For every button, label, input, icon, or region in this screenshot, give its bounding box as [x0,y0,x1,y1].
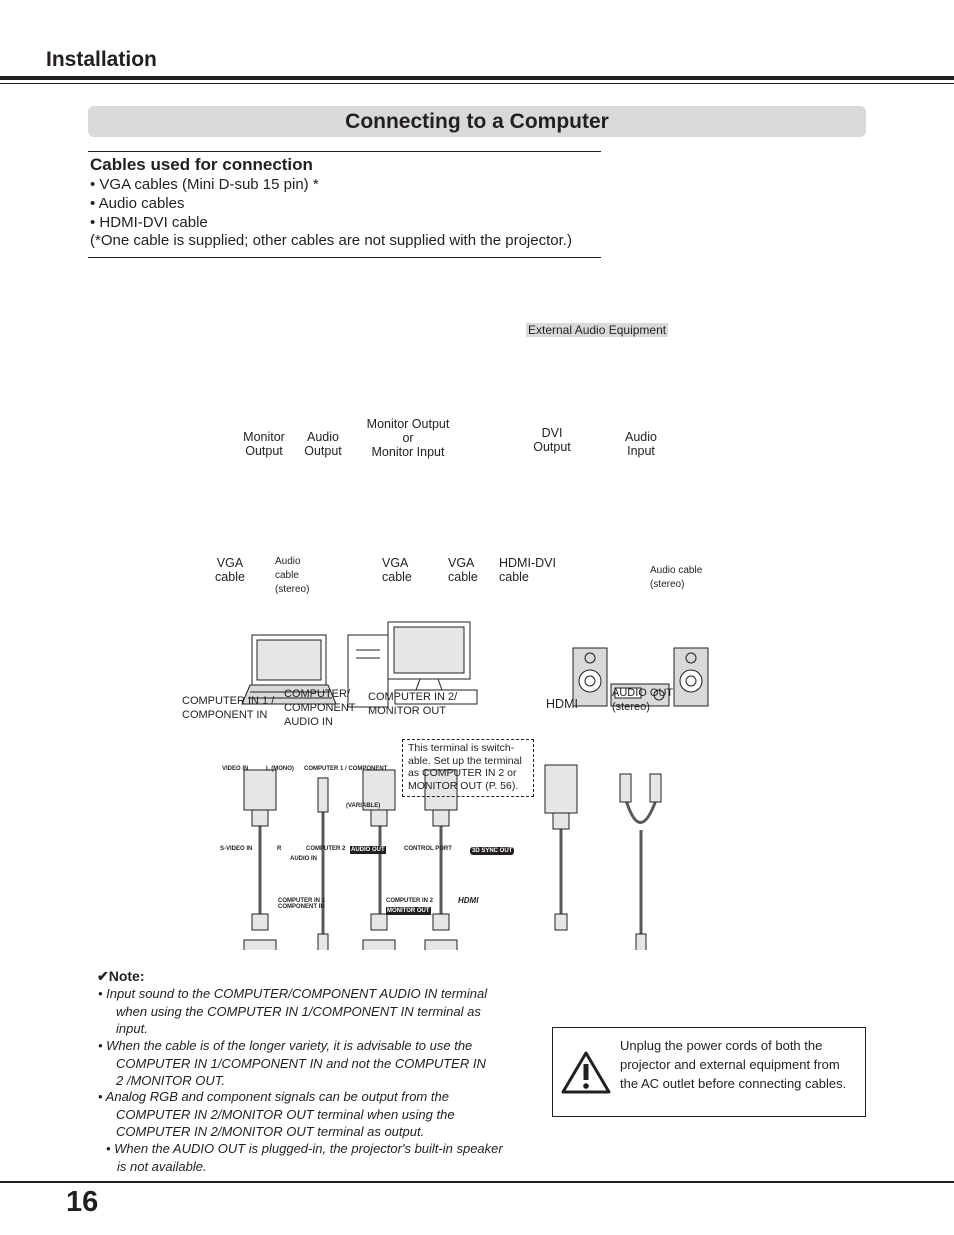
panel-computer-in-1: COMPUTER IN 1 COMPONENT IN [278,898,326,910]
note-item-4: • When the AUDIO OUT is plugged-in, the … [106,1141,503,1174]
connectors [243,764,662,950]
vga-cable-label-2: VGA cable [382,556,412,584]
warning-icon [561,1051,611,1094]
dvi-output-label: DVI Output [533,426,571,454]
panel-monitor-out: MONITOR OUT [386,907,431,915]
cable-item-vga: • VGA cables (Mini D-sub 15 pin) * [90,176,319,193]
header-rule-thin [0,83,954,84]
header-rule [0,76,954,80]
monitor-output-label: Monitor Output [243,430,285,458]
warning-text: Unplug the power cords of both the proje… [620,1038,847,1091]
panel-computer-in-2: COMPUTER IN 2 [386,898,434,904]
cable-item-audio: • Audio cables [90,195,185,212]
panel-l-mono: L (MONO) [266,766,294,772]
page-heading: Connecting to a Computer [88,106,866,137]
laptop-icon [241,634,337,705]
audio-equipment-icon [572,647,709,707]
cable-supply-note: (*One cable is supplied; other cables ar… [90,232,572,249]
cables-box: Cables used for connection • VGA cables … [88,151,601,258]
cable-item-hdmi-dvi: • HDMI-DVI cable [90,214,208,231]
panel-control-port: CONTROL PORT [404,846,452,852]
audio-input-label: Audio Input [625,430,657,458]
panel-sync-out: 3D SYNC OUT [470,847,515,855]
panel-s-video-in: S-VIDEO IN [220,846,253,852]
note-item-1: • Input sound to the COMPUTER/COMPONENT … [98,986,488,1036]
panel-computer-2: COMPUTER 2 [306,846,346,852]
hdmi-label: HDMI [546,697,578,711]
panel-r: R [277,846,282,852]
audio-cable-label-1: Audio cable (stereo) [275,556,310,595]
section-title: Installation [46,48,157,71]
vga-cable-label-1: VGA cable [215,556,245,584]
vga-cable-label-3: VGA cable [448,556,478,584]
connection-diagram [241,621,709,950]
terminal-switch-note: This terminal is switch-able. Set up the… [402,739,534,797]
note-block: ✔Note: [97,968,507,985]
panel-variable: (VARIABLE) [346,803,381,809]
panel-audio-in: AUDIO IN [290,856,317,862]
panel-hdmi-logo: HDMI [458,896,479,905]
external-audio-label: External Audio Equipment [526,323,669,337]
footer-rule [0,1181,954,1183]
panel-audio-out: AUDIO OUT [350,846,386,854]
page-number: 16 [66,1186,99,1218]
audio-cable-label-2: Audio cable (stereo) [650,565,703,590]
panel-video-in: VIDEO IN [222,766,249,772]
cables-heading: Cables used for connection [90,155,313,174]
panel-computer-1: COMPUTER 1 / COMPONENT [304,766,388,772]
computer-in-1-label: COMPUTER IN 1 / COMPONENT IN [182,695,275,721]
hdmi-dvi-cable-label: HDMI-DVI cable [499,556,556,584]
audio-out-label: AUDIO OUT (stereo) [612,687,674,713]
desktop-computer-icon [347,621,478,708]
computer-in-2-label: COMPUTER IN 2/ MONITOR OUT [368,691,458,717]
note-item-3: • Analog RGB and component signals can b… [98,1089,455,1139]
warning-box: Unplug the power cords of both the proje… [552,1027,866,1117]
cable-lines [258,799,658,935]
note-item-2: • When the cable is of the longer variet… [98,1038,486,1088]
monitor-output-or-input-label: Monitor Output or Monitor Input [366,417,450,459]
audio-in-label: COMPUTER/ COMPONENT AUDIO IN [284,688,356,728]
note-heading: ✔Note: [97,968,145,984]
audio-output-label: Audio Output [304,430,342,458]
